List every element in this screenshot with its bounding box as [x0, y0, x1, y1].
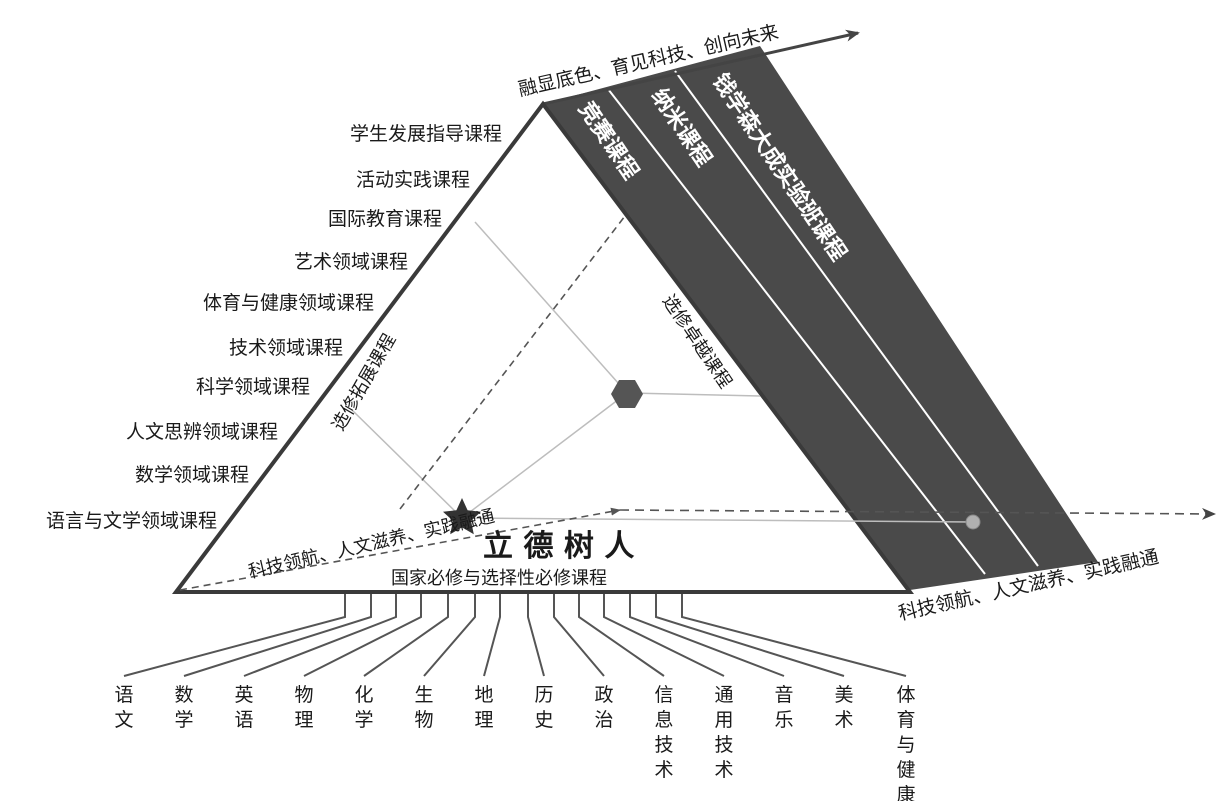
band-separator-1 — [607, 88, 986, 575]
left-course-6: 科学领域课程 — [196, 376, 310, 398]
subject-label-2-char-1: 语 — [234, 709, 253, 731]
subject-label-6-char-1: 理 — [474, 709, 493, 731]
subject-label-7-char-1: 史 — [534, 709, 553, 731]
left-course-0: 学生发展指导课程 — [350, 123, 502, 145]
subject-label-10-char-0: 通 — [714, 684, 733, 706]
center-motto: 立 德 树 人 — [483, 529, 634, 564]
dashed-line-left — [399, 215, 626, 510]
subject-label-10-char-2: 技 — [714, 734, 733, 756]
subject-connector-13 — [681, 594, 907, 677]
subject-label-5-char-0: 生 — [414, 684, 433, 706]
top-arrow — [542, 29, 860, 106]
subject-connector-10 — [603, 594, 725, 677]
left-course-9: 语言与文学领域课程 — [46, 510, 217, 532]
inner-line-4 — [351, 409, 463, 519]
subject-label-10-char-1: 用 — [714, 709, 733, 731]
subject-label-13-char-3: 健 — [896, 759, 915, 781]
inner-line-2 — [626, 392, 761, 397]
subject-label-11-char-1: 乐 — [774, 709, 793, 731]
subject-label-9-char-2: 技 — [654, 734, 673, 756]
left-course-5: 技术领域课程 — [229, 337, 343, 359]
left-course-3: 艺术领域课程 — [294, 251, 408, 273]
subject-connector-9 — [578, 594, 665, 677]
main-triangle — [171, 100, 915, 594]
dark-band-area — [543, 46, 1098, 590]
inner-line-3 — [461, 392, 628, 519]
subject-label-1-char-1: 学 — [174, 709, 193, 731]
subject-label-6-char-0: 地 — [474, 684, 493, 706]
base-label: 国家必修与选择性必修课程 — [391, 568, 607, 589]
subject-label-13-char-0: 体 — [896, 684, 915, 706]
subject-label-8-char-1: 治 — [594, 709, 613, 731]
subject-label-12-char-0: 美 — [834, 684, 853, 706]
subject-label-13-char-2: 与 — [896, 734, 915, 756]
subject-label-11-char-0: 音 — [774, 684, 793, 706]
subject-label-1-char-0: 数 — [174, 684, 193, 706]
subject-label-4-char-1: 学 — [354, 709, 373, 731]
subject-connector-3 — [303, 594, 422, 677]
subject-label-9-char-0: 信 — [654, 684, 673, 706]
subject-connector-2 — [243, 594, 397, 677]
dashed-line-bottom — [179, 507, 621, 591]
subject-connector-12 — [655, 594, 845, 677]
subject-label-10-char-3: 术 — [714, 759, 733, 781]
subject-connector-4 — [363, 594, 449, 677]
left-course-4: 体育与健康领域课程 — [203, 292, 374, 314]
inner-line-1 — [474, 221, 628, 394]
subject-label-13-char-1: 育 — [896, 709, 915, 731]
subject-label-0-char-1: 文 — [114, 709, 133, 731]
star-marker — [443, 498, 481, 535]
subject-connector-1 — [183, 594, 372, 677]
subject-label-3-char-1: 理 — [294, 709, 313, 731]
subject-label-3-char-0: 物 — [294, 684, 313, 706]
hexagon-marker — [611, 380, 643, 408]
subject-label-9-char-3: 术 — [654, 759, 673, 781]
circle-marker — [965, 514, 981, 530]
left-course-1: 活动实践课程 — [356, 169, 470, 191]
subject-label-5-char-1: 物 — [414, 709, 433, 731]
left-course-8: 数学领域课程 — [135, 464, 249, 486]
subject-label-8-char-0: 政 — [594, 684, 613, 706]
subject-label-13-char-4: 康 — [896, 784, 915, 801]
subject-label-12-char-1: 术 — [834, 709, 853, 731]
subject-connector-0 — [123, 594, 346, 677]
subject-label-9-char-1: 息 — [654, 709, 673, 731]
subject-label-0-char-0: 语 — [114, 684, 133, 706]
subject-connector-6 — [483, 594, 501, 677]
subject-label-2-char-0: 英 — [234, 684, 253, 706]
subject-label-4-char-0: 化 — [354, 684, 373, 706]
band-separator-2 — [674, 70, 1039, 567]
subject-connector-7 — [527, 594, 545, 677]
dashed-line-right — [619, 507, 1216, 520]
subject-connector-8 — [553, 594, 605, 677]
subject-connector-11 — [629, 594, 785, 677]
subject-connectors — [123, 594, 907, 677]
subject-connector-5 — [423, 594, 476, 677]
left-course-7: 人文思辨领域课程 — [126, 421, 278, 443]
inner-line-5 — [461, 517, 974, 523]
left-course-2: 国际教育课程 — [328, 208, 442, 230]
subject-label-7-char-0: 历 — [534, 684, 553, 706]
